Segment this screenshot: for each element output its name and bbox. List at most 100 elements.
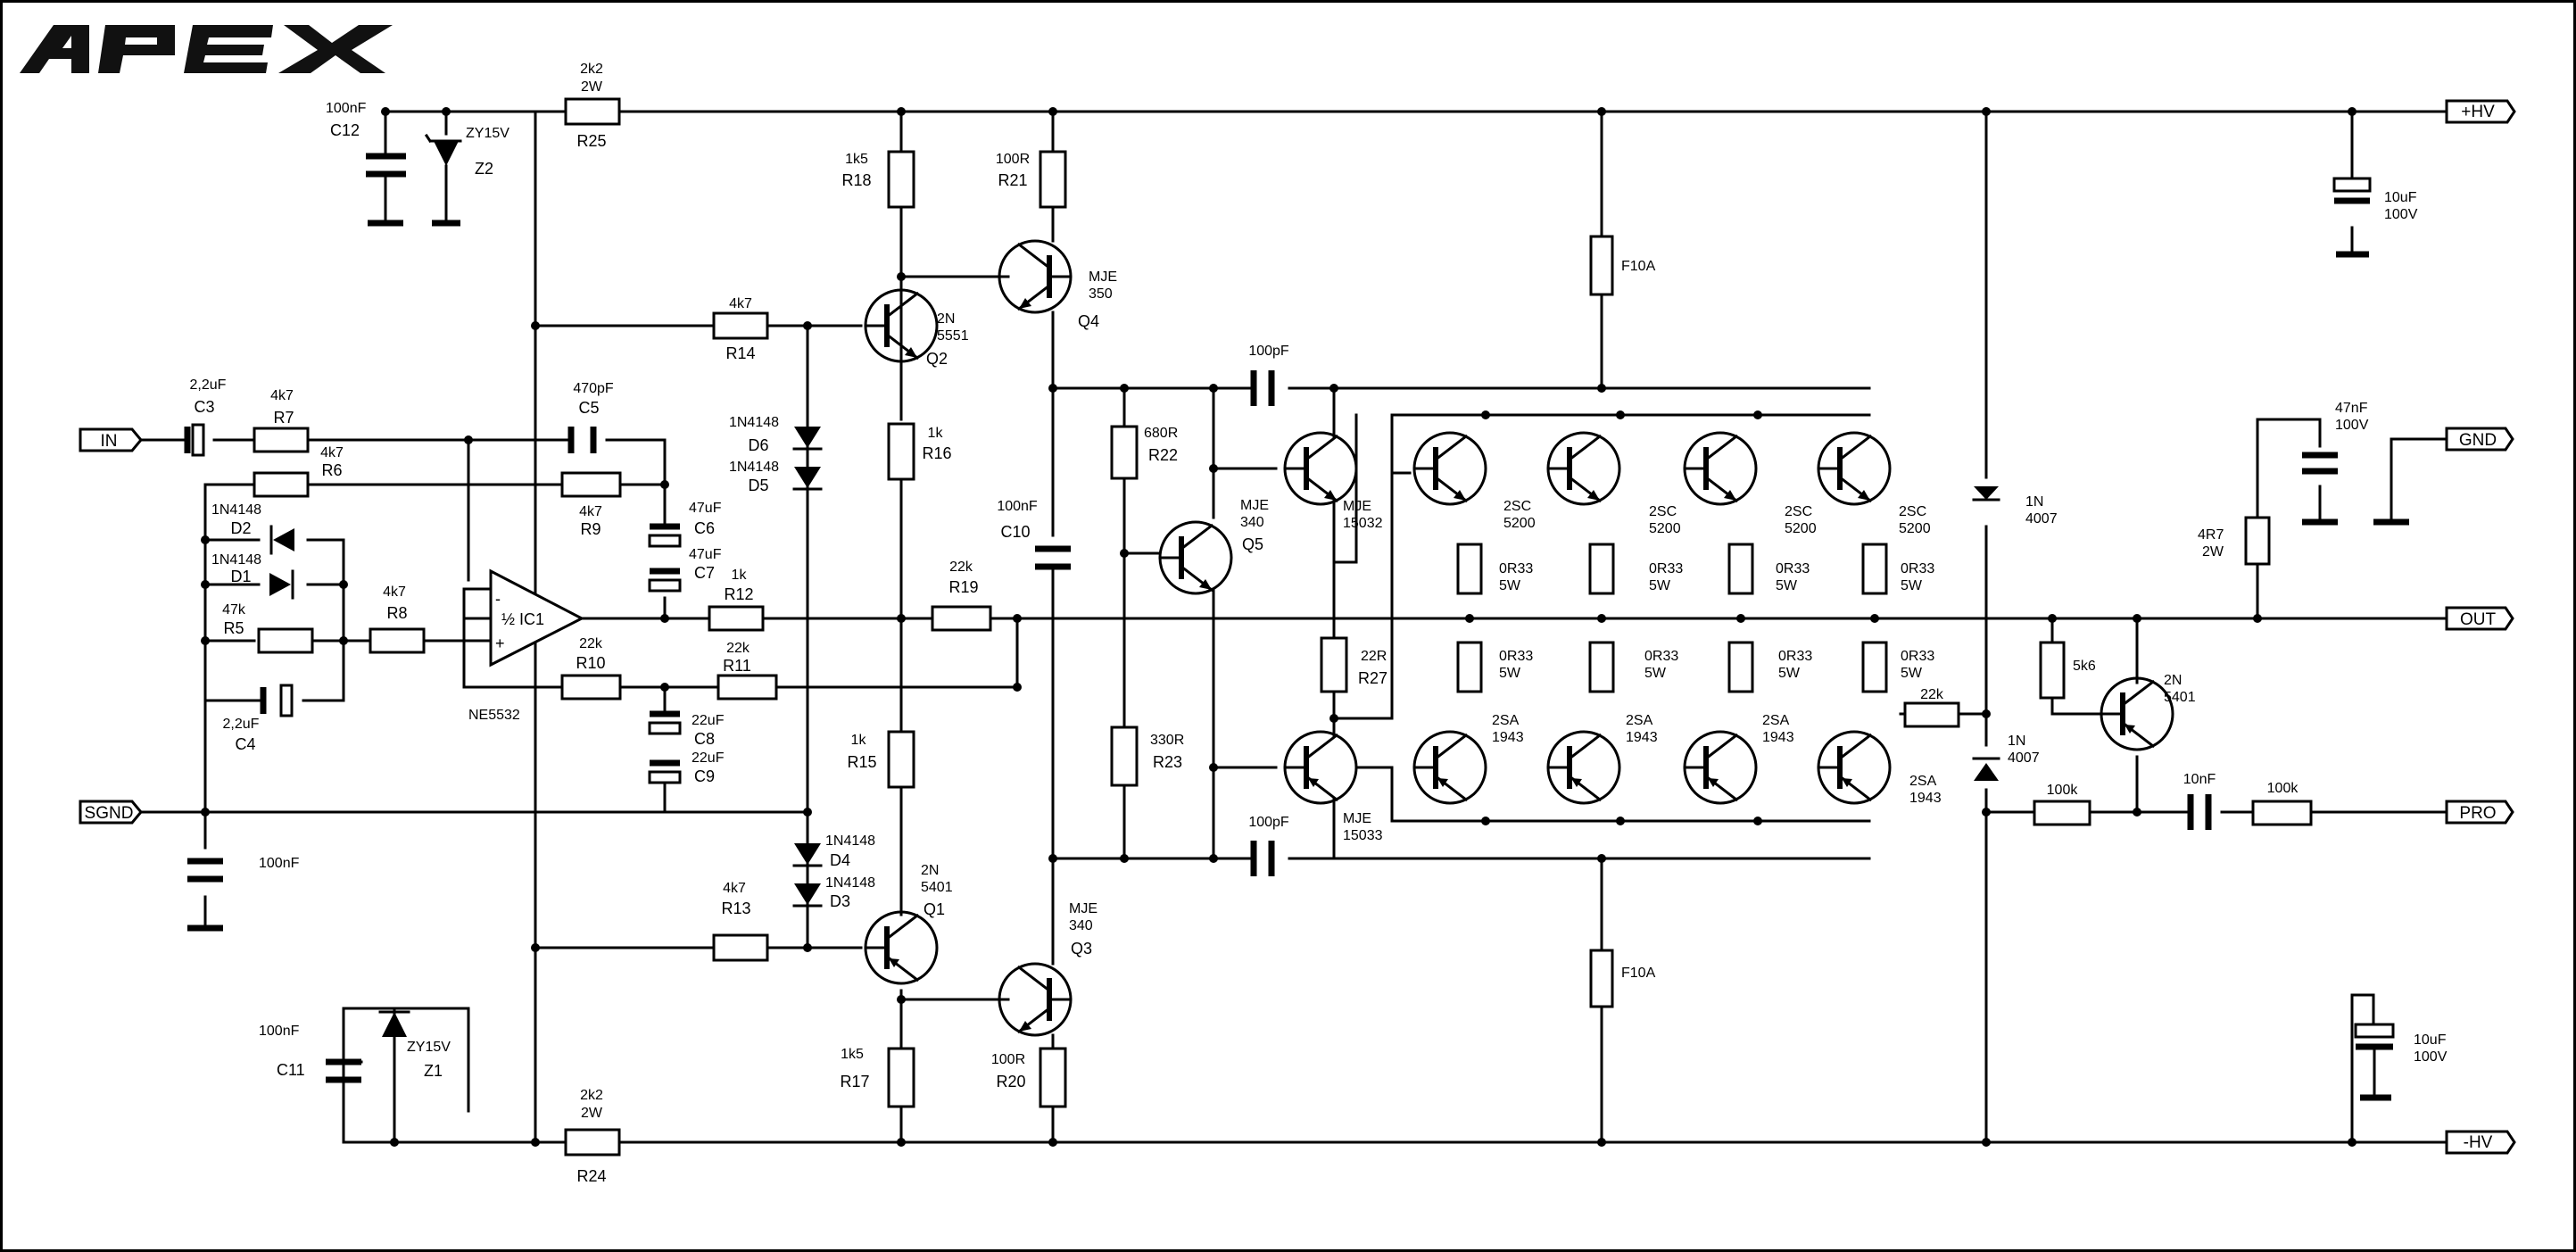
label: 4007 <box>2008 750 2040 766</box>
label: 1943 <box>1909 791 1942 806</box>
label: C8 <box>694 730 715 748</box>
label: 1N <box>2025 494 2043 510</box>
label: R15 <box>847 753 876 771</box>
label: 22k <box>949 560 973 575</box>
label: D6 <box>748 436 768 454</box>
label: 0R33 <box>1778 649 1812 664</box>
label: 2SC <box>1503 499 1531 514</box>
label: 4R7 <box>2198 527 2224 543</box>
label: 470pF <box>573 381 614 396</box>
label: 5W <box>1499 666 1521 681</box>
label: R24 <box>576 1167 606 1185</box>
label: 2SA <box>1492 713 1520 728</box>
label: 0R33 <box>1649 561 1683 576</box>
label: 340 <box>1240 515 1264 530</box>
terminal-sgnd: SGND <box>85 804 134 823</box>
label: C10 <box>1000 523 1030 541</box>
label: R11 <box>723 657 751 675</box>
label: 5200 <box>1899 521 1931 536</box>
label: Z1 <box>424 1062 443 1080</box>
label: 0R33 <box>1776 561 1810 576</box>
label: 5W <box>1499 578 1521 593</box>
terminals <box>79 99 2516 1155</box>
label: 2,2uF <box>223 717 260 732</box>
label: C11 <box>277 1061 305 1079</box>
label: 5k6 <box>2073 659 2096 674</box>
label: R8 <box>386 604 407 622</box>
label: R5 <box>223 619 244 637</box>
label: 22R <box>1361 649 1387 664</box>
label: 5W <box>1901 666 1923 681</box>
label: 5200 <box>1649 521 1681 536</box>
label: 10uF <box>2414 1032 2447 1048</box>
label: 22uF <box>692 713 725 728</box>
label: 4k7 <box>270 388 294 403</box>
label: 10uF <box>2384 190 2417 205</box>
label: 100k <box>2267 781 2299 796</box>
terminal-pro: PRO <box>2459 804 2496 823</box>
label: 2SC <box>1649 504 1677 519</box>
label: 47nF <box>2335 401 2368 416</box>
label: 5W <box>1776 578 1798 593</box>
label: NE5532 <box>468 708 520 723</box>
label: 2,2uF <box>190 377 227 393</box>
labels: +HV -HV IN SGND GND OUT PRO 2k2 2W R25 2… <box>85 62 2497 1185</box>
label: 2N <box>921 863 939 878</box>
label: MJE <box>1343 811 1371 826</box>
label: 100R <box>991 1052 1025 1067</box>
label: 340 <box>1069 918 1093 933</box>
label: Q3 <box>1071 940 1092 958</box>
label: 22uF <box>692 750 725 766</box>
terminal-gnd: GND <box>2459 431 2497 450</box>
label: 100pF <box>1248 815 1289 830</box>
label: 22k <box>726 641 750 656</box>
label: 4k7 <box>723 881 746 896</box>
label: 100V <box>2335 418 2369 433</box>
label: C5 <box>578 399 599 417</box>
opamp-ic1 <box>489 568 585 667</box>
label: 4k7 <box>320 445 344 460</box>
label: 0R33 <box>1644 649 1678 664</box>
label: 1k <box>928 426 944 441</box>
terminal-hv-plus: +HV <box>2461 103 2495 121</box>
label: 1N4148 <box>211 552 261 568</box>
label: F10A <box>1621 966 1656 981</box>
label: 100pF <box>1248 344 1289 359</box>
label: 47k <box>222 602 246 618</box>
label: 5W <box>1644 666 1667 681</box>
label: R25 <box>576 132 606 150</box>
label: D5 <box>748 477 768 494</box>
label: C12 <box>330 121 360 139</box>
label: 0R33 <box>1499 561 1533 576</box>
label: Q4 <box>1078 312 1099 330</box>
label: 2k2 <box>580 62 603 77</box>
label: 15033 <box>1343 828 1383 843</box>
label: D3 <box>830 892 850 910</box>
label: 100nF <box>326 101 367 116</box>
label: 5W <box>1649 578 1671 593</box>
transistors <box>866 241 2173 1035</box>
label: R19 <box>948 578 978 596</box>
label: MJE <box>1069 901 1097 916</box>
resistors <box>253 97 2313 1157</box>
label: R10 <box>576 654 605 672</box>
label: MJE <box>1089 269 1117 285</box>
label: 5W <box>1901 578 1923 593</box>
label: 47uF <box>689 501 722 516</box>
label: R18 <box>841 171 871 189</box>
label: 0R33 <box>1901 561 1934 576</box>
label: R16 <box>922 444 951 462</box>
label: C9 <box>694 767 715 785</box>
label: C7 <box>694 564 715 582</box>
label: 22k <box>1920 687 1944 702</box>
label: 4k7 <box>579 504 602 519</box>
label: 1N4148 <box>729 460 779 475</box>
label: 2W <box>2202 544 2224 560</box>
label: D2 <box>230 519 251 537</box>
label: 2SA <box>1626 713 1653 728</box>
label: 10nF <box>2183 772 2216 787</box>
label: 100k <box>2047 783 2079 798</box>
label: 5551 <box>937 328 969 344</box>
